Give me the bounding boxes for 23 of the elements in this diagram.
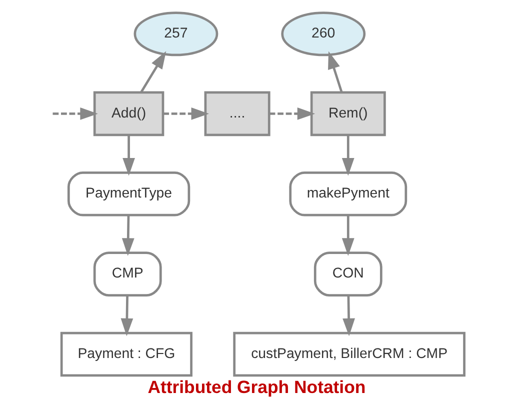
node-ellipse: 260 (281, 12, 366, 56)
arrow (122, 216, 134, 256)
arrow (140, 51, 166, 93)
node-ellipse: 257 (134, 12, 218, 56)
arrow (122, 135, 135, 176)
node-box: Add() (93, 91, 164, 136)
arrow (342, 135, 354, 176)
arrow (328, 51, 343, 93)
node-box: Payment : CFG (60, 332, 192, 377)
node-box: custPayment, BillerCRM : CMP (233, 332, 466, 377)
node-box: PaymentType (67, 171, 190, 216)
arrow (269, 108, 316, 120)
caption: Attributed Graph Notation (148, 377, 366, 398)
arrow (342, 216, 354, 256)
node-box: Rem() (310, 91, 386, 136)
node-box: makePyment (289, 171, 408, 216)
arrow (342, 296, 355, 336)
node-box: CMP (93, 252, 162, 296)
arrow (52, 108, 98, 120)
arrow (163, 108, 209, 120)
node-box: CON (314, 252, 382, 296)
arrow (120, 296, 134, 336)
node-box: .... (204, 91, 270, 136)
